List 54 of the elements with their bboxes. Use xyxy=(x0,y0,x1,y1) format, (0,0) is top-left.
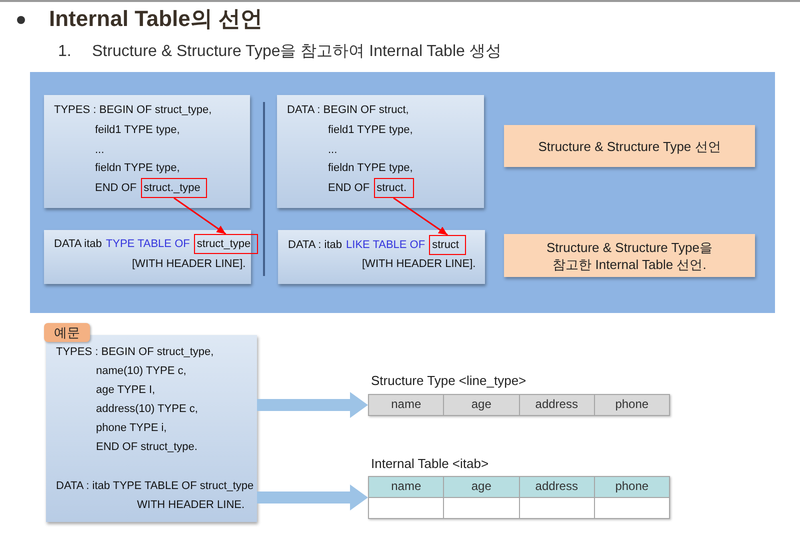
table-cell: name xyxy=(369,395,444,415)
code-line: age TYPE I, xyxy=(96,383,156,397)
code-line: name(10) TYPE c, xyxy=(96,364,186,378)
code-line: ... xyxy=(328,143,338,157)
code-line: fieldn TYPE type, xyxy=(328,161,413,175)
note-box: Structure & Structure Type을 참고한 Internal Table 선언. xyxy=(504,234,755,277)
keyword-text: LIKE TABLE OF xyxy=(346,238,426,252)
code-line: address(10) TYPE c, xyxy=(96,402,198,416)
header-cell: age xyxy=(444,477,518,497)
code-line: TYPES : BEGIN OF struct_type, xyxy=(54,103,212,117)
example-tag: 예문 xyxy=(44,323,90,342)
code-line: DATA : BEGIN OF struct, xyxy=(287,103,409,117)
code-line: END OF struct_type. xyxy=(96,440,198,454)
code-line: fieldn TYPE type, xyxy=(95,161,180,175)
code-line: END OF xyxy=(328,181,370,195)
slide-title: Internal Table의 선언 xyxy=(49,5,263,33)
highlighted-code: struct._type xyxy=(140,178,208,198)
list-number: 1. xyxy=(58,42,72,62)
code-line: feild1 TYPE type, xyxy=(95,123,180,137)
subtitle: Structure & Structure Type을 참고하여 Internal Table 생성 xyxy=(92,42,502,62)
block-arrow xyxy=(257,484,368,510)
code-line: DATA : itab TYPE TABLE OF struct_type xyxy=(56,479,254,493)
note-box: Structure & Structure Type 선언 xyxy=(504,125,755,167)
table-cell: phone xyxy=(594,395,669,415)
highlighted-code: struct_type xyxy=(194,234,258,254)
arrow xyxy=(174,197,226,235)
code-box xyxy=(278,230,485,284)
code-box xyxy=(44,95,250,208)
code-line: WITH HEADER LINE. xyxy=(137,498,245,512)
highlighted-code: struct. xyxy=(374,178,414,198)
table-cell: age xyxy=(444,395,518,415)
highlighted-code: struct xyxy=(429,235,466,255)
code-line: field1 TYPE type, xyxy=(328,123,413,137)
code-box xyxy=(277,95,484,208)
code-line: TYPES : BEGIN OF struct_type, xyxy=(56,345,214,359)
header-cell: phone xyxy=(594,477,669,497)
table-title: Internal Table <itab> xyxy=(371,456,489,472)
arrow xyxy=(393,197,448,236)
header-cell: name xyxy=(369,477,444,497)
code-line: [WITH HEADER LINE]. xyxy=(132,257,246,271)
data-table xyxy=(368,394,670,416)
code-line: ... xyxy=(95,143,104,157)
header-cell: address xyxy=(520,477,594,497)
background-panel xyxy=(30,72,775,313)
keyword-text: TYPE TABLE OF xyxy=(106,237,190,251)
table-cell: address xyxy=(520,395,594,415)
code-line: DATA itab xyxy=(54,237,102,251)
table-title: Structure Type <line_type> xyxy=(371,373,526,389)
code-line: [WITH HEADER LINE]. xyxy=(362,257,476,271)
data-table xyxy=(368,476,670,519)
code-line: DATA : itab xyxy=(288,238,342,252)
code-line: END OF xyxy=(95,181,137,195)
block-arrow xyxy=(257,392,368,418)
code-line: phone TYPE i, xyxy=(96,421,167,435)
